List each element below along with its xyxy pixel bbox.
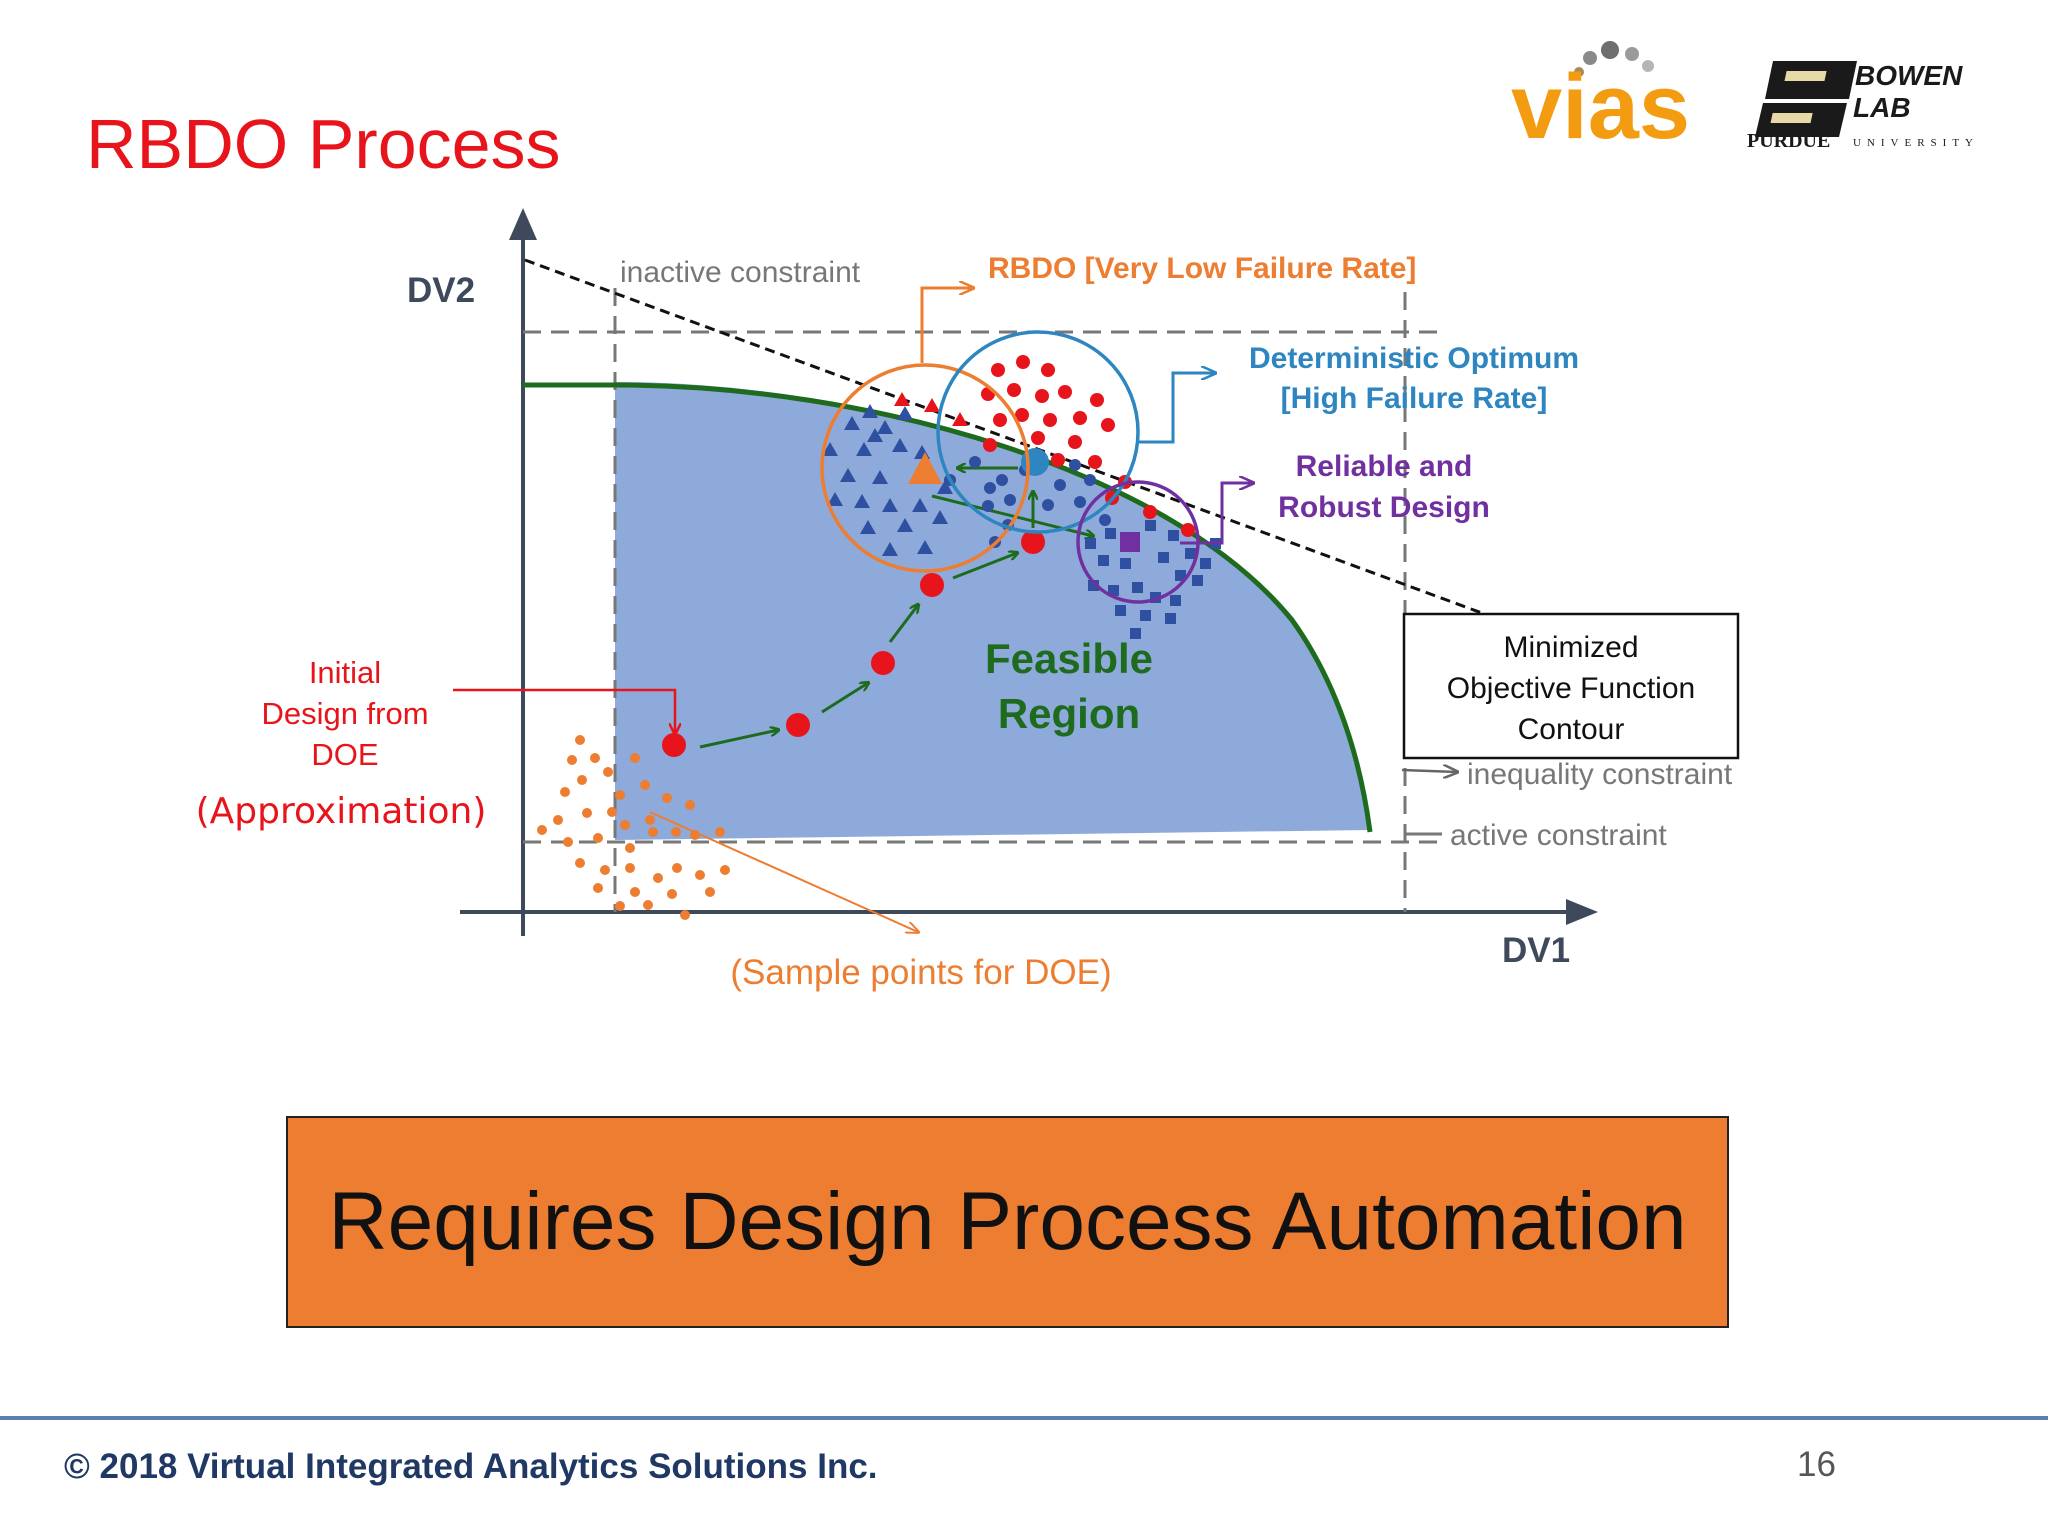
bowen-text: BOWEN xyxy=(1855,60,1963,91)
inequality-constraint-label: inequality constraint xyxy=(1467,758,1733,791)
logo-dot xyxy=(1642,60,1654,72)
vias-logo: vias xyxy=(1511,41,1690,148)
footer-copyright: © 2018 Virtual Integrated Analytics Solu… xyxy=(64,1447,878,1486)
dv1-label: DV1 xyxy=(1502,931,1570,970)
robust-label-line1: Reliable and xyxy=(1296,450,1473,483)
bowen-lab-purdue-logo: BOWEN LAB PURDUE UNIVERSITY xyxy=(1747,60,1979,152)
robust-optimum-marker xyxy=(1120,532,1140,552)
deterministic-label-line2: [High Failure Rate] xyxy=(1281,382,1548,415)
objective-label-line1: Minimized xyxy=(1503,631,1638,664)
lab-text: LAB xyxy=(1853,92,1911,123)
inequality-constraint-leader xyxy=(1401,770,1457,772)
optimization-path-arrows xyxy=(699,468,1093,749)
objective-function-box xyxy=(1402,612,1740,760)
objective-label-line2: Objective Function xyxy=(1447,672,1695,705)
dv2-label: DV2 xyxy=(407,271,475,310)
rbdo-uncertainty-circle xyxy=(820,363,1030,573)
automation-banner: Requires Design Process Automation xyxy=(286,1116,1729,1328)
objective-contour xyxy=(524,258,1491,618)
active-constraint-label: active constraint xyxy=(1450,819,1667,852)
feasible-region-line1: Feasible xyxy=(985,635,1153,682)
rbdo-triangle-samples xyxy=(822,404,953,556)
deterministic-callout-leader xyxy=(1138,373,1215,444)
rbdo-failure-triangles xyxy=(894,392,968,426)
logo-dot xyxy=(1625,47,1639,61)
logo-dot xyxy=(1601,41,1619,59)
sample-points-label: (Sample points for DOE) xyxy=(730,953,1111,992)
inactive-constraint-label: inactive constraint xyxy=(620,256,861,289)
university-text: UNIVERSITY xyxy=(1853,137,1979,149)
robust-label-line2: Robust Design xyxy=(1278,491,1490,524)
dv2-arrowhead xyxy=(509,208,537,240)
initial-design-line1: Initial xyxy=(309,655,381,690)
initial-design-line2: Design from xyxy=(261,696,428,731)
sample-points-leader xyxy=(649,811,918,932)
optimization-path-points xyxy=(662,530,1045,757)
inequality-constraint-curve xyxy=(523,382,1373,833)
page-number: 16 xyxy=(1797,1445,1836,1484)
dv1-arrowhead xyxy=(1566,899,1598,925)
rbdo-diagram: DV2 DV1 inactive constraint RBDO [Very L… xyxy=(196,208,1740,992)
banner-text: Requires Design Process Automation xyxy=(328,1176,1687,1267)
deterministic-uncertainty-circle xyxy=(936,330,1140,534)
deterministic-label-line1: Deterministic Optimum xyxy=(1249,342,1579,375)
robust-callout-leader xyxy=(1180,483,1253,545)
logo-dot xyxy=(1583,51,1597,65)
objective-label-line3: Contour xyxy=(1518,713,1625,746)
logo-dot xyxy=(1574,67,1584,77)
rbdo-callout-leader xyxy=(920,288,973,363)
rbdo-label: RBDO [Very Low Failure Rate] xyxy=(988,252,1416,285)
vias-wordmark: vias xyxy=(1511,56,1690,148)
rbdo-optimum-marker xyxy=(908,452,942,484)
doe-sample-points xyxy=(537,735,730,920)
initial-design-line3: DOE xyxy=(311,737,378,772)
purdue-text: PURDUE xyxy=(1747,130,1830,152)
footer-divider xyxy=(0,1416,2048,1420)
approximation-label: (Approximation) xyxy=(196,791,487,832)
initial-design-leader xyxy=(453,688,675,732)
slide-title: RBDO Process xyxy=(86,105,561,183)
feasible-region-line2: Region xyxy=(998,690,1140,737)
